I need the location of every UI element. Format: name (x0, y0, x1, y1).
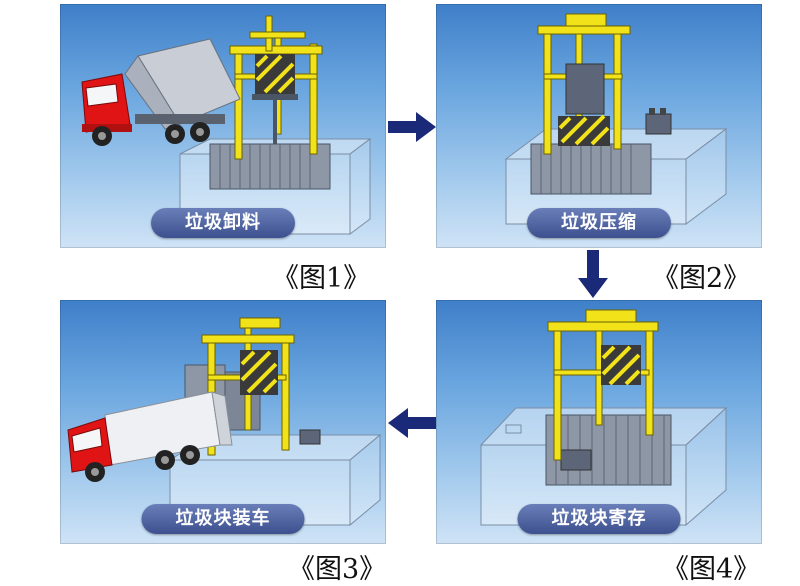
arrow-right-icon (388, 112, 436, 142)
arrow-left-icon (388, 408, 436, 438)
panel-1-caption: 《图1》 (272, 263, 371, 294)
panel-4-label: 垃圾块寄存 (517, 504, 681, 534)
arrow-down-icon (578, 250, 608, 298)
panel-3-loading: 垃圾块装车 (60, 300, 386, 544)
panel-4-caption: 《图4》 (662, 554, 761, 585)
panel-2-label: 垃圾压缩 (527, 208, 671, 238)
panel-3-label: 垃圾块装车 (141, 504, 305, 534)
loading-scene-illustration (67, 317, 382, 527)
panel-2-compression: 垃圾压缩 (436, 4, 762, 248)
panel-2-caption: 《图2》 (652, 263, 751, 294)
panel-1-unloading: 垃圾卸料 (60, 4, 386, 248)
panel-1-label: 垃圾卸料 (151, 208, 295, 238)
compression-scene-illustration (504, 13, 728, 225)
panel-3-caption: 《图3》 (288, 554, 387, 585)
panel-4-storage: 垃圾块寄存 (436, 300, 762, 544)
